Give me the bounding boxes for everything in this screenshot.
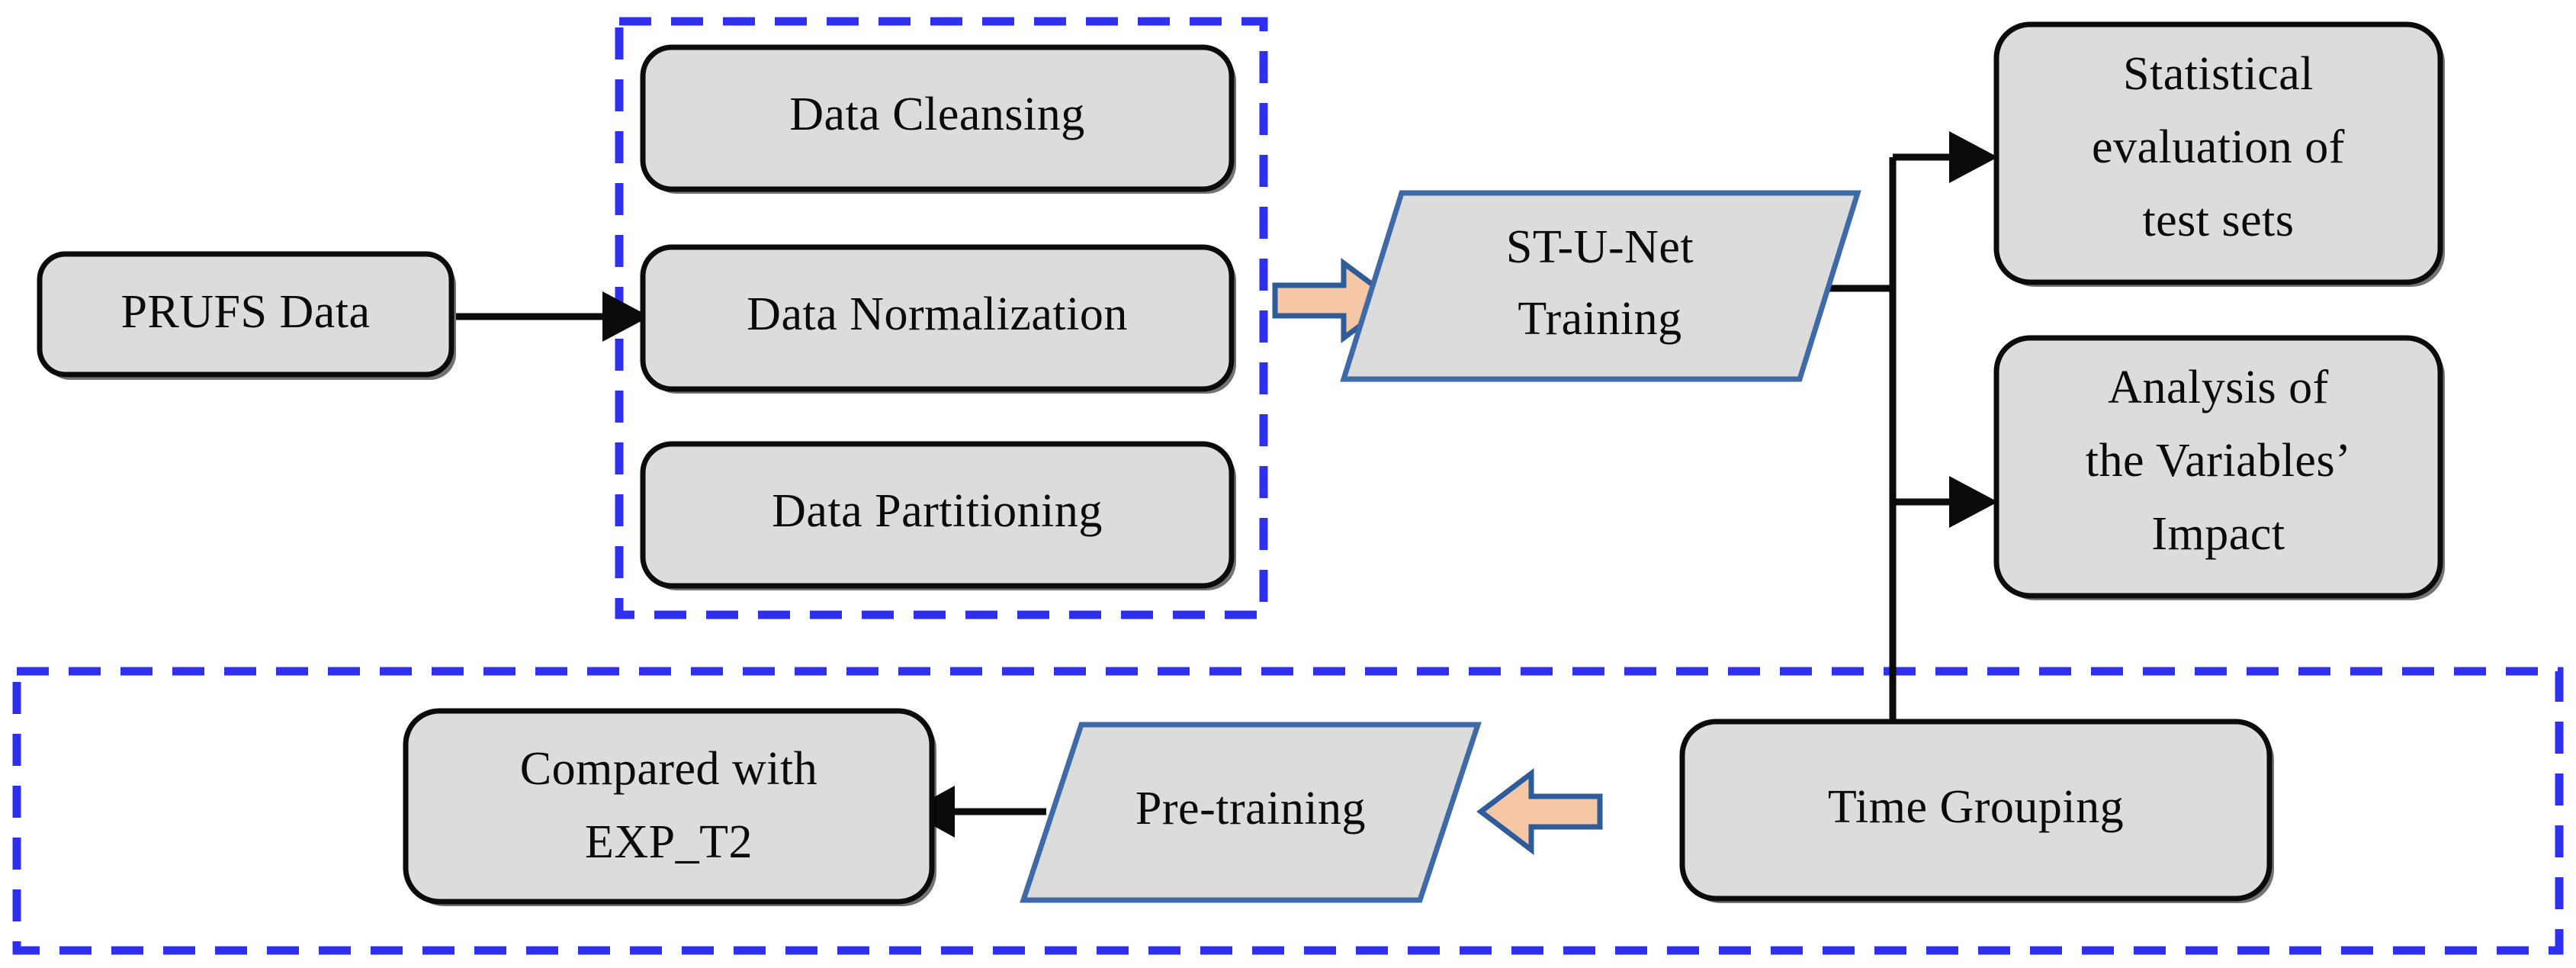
- node-statistical-evaluation-line2: evaluation of: [2092, 121, 2345, 173]
- node-st-u-net-training-line1: ST-U-Net: [1506, 221, 1694, 273]
- node-variables-impact-line2: the Variables’: [2086, 435, 2351, 487]
- node-prufs-data[interactable]: PRUFS Data: [37, 251, 456, 380]
- node-st-u-net-training[interactable]: ST-U-Net Training: [1340, 190, 1861, 382]
- node-data-cleansing[interactable]: Data Cleansing: [640, 44, 1236, 194]
- node-pre-training[interactable]: Pre-training: [1020, 722, 1482, 903]
- node-pre-training-label: Pre-training: [1135, 783, 1366, 835]
- node-compared-with-exp-t2-line2: EXP_T2: [585, 816, 753, 868]
- node-variables-impact-line3: Impact: [2151, 508, 2285, 560]
- comparison-group-boundary: [12, 667, 2564, 955]
- node-statistical-evaluation[interactable]: Statistical evaluation of test sets: [1993, 21, 2445, 287]
- block-arrow-timegrouping-to-pretraining: [1476, 767, 1603, 856]
- node-statistical-evaluation-line3: test sets: [2142, 195, 2294, 246]
- node-data-partitioning[interactable]: Data Partitioning: [640, 441, 1236, 590]
- node-compared-with-exp-t2[interactable]: Compared with EXP_T2: [403, 708, 936, 906]
- node-time-grouping-label: Time Grouping: [1828, 781, 2124, 833]
- node-data-normalization[interactable]: Data Normalization: [640, 244, 1236, 394]
- node-variables-impact-line1: Analysis of: [2108, 362, 2329, 413]
- node-time-grouping[interactable]: Time Grouping: [1679, 719, 2274, 903]
- node-statistical-evaluation-line1: Statistical: [2123, 48, 2314, 100]
- connector-prufs-to-preprocessing: [456, 291, 650, 342]
- node-data-normalization-label: Data Normalization: [747, 288, 1128, 340]
- node-data-cleansing-label: Data Cleansing: [789, 88, 1085, 140]
- node-st-u-net-training-line2: Training: [1518, 293, 1681, 345]
- node-prufs-data-label: PRUFS Data: [120, 286, 370, 338]
- node-data-partitioning-label: Data Partitioning: [772, 485, 1103, 537]
- node-variables-impact[interactable]: Analysis of the Variables’ Impact: [1993, 335, 2445, 600]
- node-compared-with-exp-t2-line1: Compared with: [520, 743, 818, 795]
